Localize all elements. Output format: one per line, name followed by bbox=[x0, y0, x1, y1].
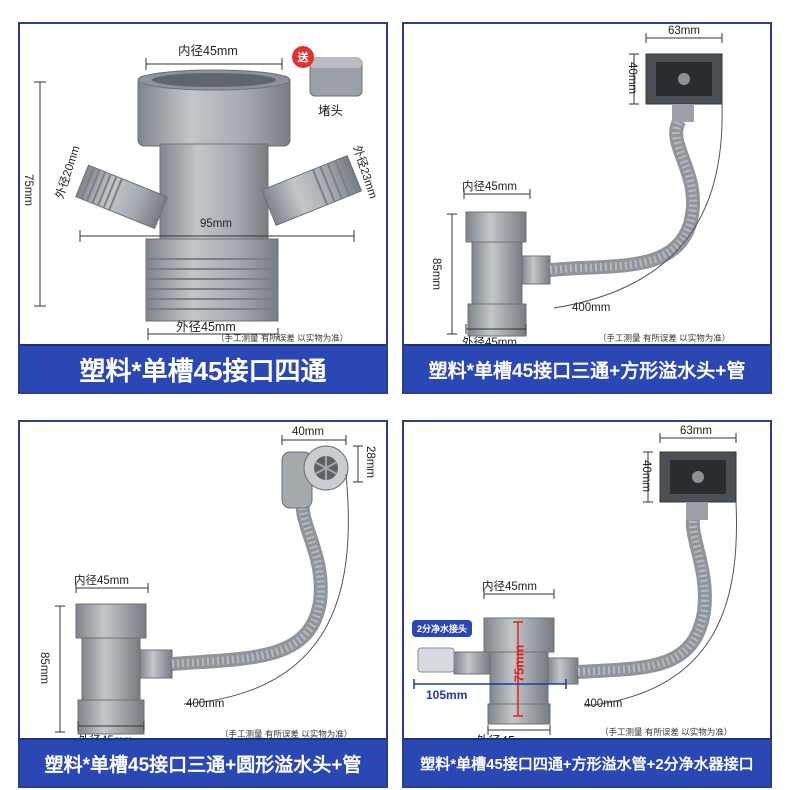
four-way-fitting-illustration bbox=[34, 57, 363, 340]
product-title-banner: 塑料*单槽45接口四通+方形溢水管+2分净水器接口 bbox=[404, 738, 770, 786]
product-panel-four-way-purifier[interactable]: 内径45mm 外径45mm 75mm 105mm 400mm 63mm 40mm… bbox=[402, 420, 772, 788]
measurement-note: （手工测量 有所误差 以实物为准） bbox=[600, 727, 733, 737]
measurement-note: （手工测量 有所误差 以实物为准） bbox=[220, 729, 353, 739]
product-title-banner: 塑料*单槽45接口三通+方形溢水头+管 bbox=[404, 344, 770, 392]
measurement-note: （手工测量 有所误差 以实物为准） bbox=[216, 333, 349, 343]
inner-diameter-label: 内径45mm bbox=[462, 181, 517, 193]
head-width-label: 63mm bbox=[668, 25, 700, 37]
product-title-banner: 塑料*单槽45接口三通+圆形溢水头+管 bbox=[20, 738, 386, 786]
measurement-note: （手工测量 有所误差 以实物为准） bbox=[598, 333, 731, 343]
outer-diameter-label: 外径45mm bbox=[176, 320, 236, 334]
height-label: 85mm bbox=[429, 258, 442, 290]
product-title-banner: 塑料*单槽45接口四通 bbox=[20, 344, 386, 392]
height-label: 75mm bbox=[21, 174, 34, 206]
four-way-purifier-illustration bbox=[413, 433, 737, 735]
hose-length-label: 400mm bbox=[584, 698, 623, 710]
product-panel-three-way-round[interactable]: 内径45mm 外径45mm 85mm 400mm 40mm 28mm （手工测量… bbox=[18, 420, 388, 788]
height-label: 75mm bbox=[511, 644, 527, 683]
head-width-label: 40mm bbox=[292, 426, 324, 438]
head-width-label: 63mm bbox=[680, 425, 712, 437]
product-panel-four-way[interactable]: 内径45mm 外径45mm 75mm 95mm 外径20mm 外径23mm 送 … bbox=[18, 22, 388, 394]
inner-diameter-label: 内径45mm bbox=[482, 581, 537, 593]
three-way-round-overflow-illustration bbox=[55, 435, 363, 735]
head-height-label: 40mm bbox=[625, 62, 638, 94]
head-height-label: 28mm bbox=[363, 446, 376, 478]
plug-label: 堵头 bbox=[318, 104, 344, 118]
inner-diameter-label: 内径45mm bbox=[178, 44, 238, 58]
head-height-label: 40mm bbox=[639, 460, 652, 492]
height-label: 85mm bbox=[37, 652, 50, 684]
width-label: 105mm bbox=[426, 688, 468, 702]
gift-badge: 送 bbox=[292, 46, 314, 68]
hose-length-label: 400mm bbox=[572, 302, 611, 314]
width-label: 95mm bbox=[200, 218, 232, 230]
hose-length-label: 400mm bbox=[186, 698, 225, 710]
inner-diameter-label: 内径45mm bbox=[74, 575, 129, 587]
three-way-square-overflow-illustration bbox=[447, 33, 723, 337]
water-connector-badge: 2分净水接头 bbox=[412, 620, 473, 637]
product-panel-three-way-square[interactable]: 内径45mm 外径45mm 85mm 400mm 63mm 40mm （手工测量… bbox=[402, 22, 772, 394]
